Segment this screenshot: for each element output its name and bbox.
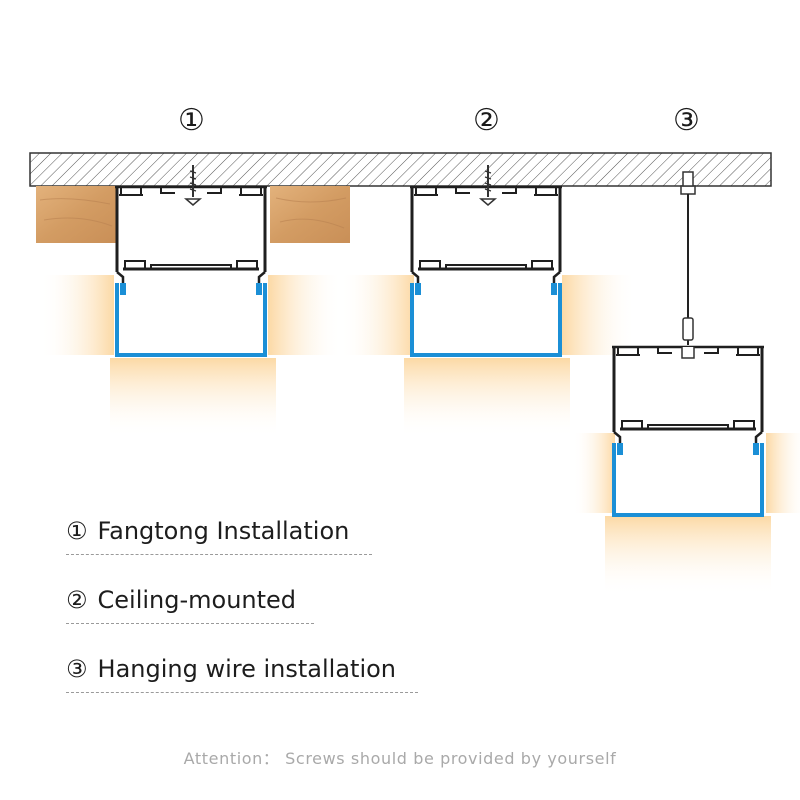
legend-label: Hanging wire installation xyxy=(97,655,397,683)
legend-label: Ceiling-mounted xyxy=(97,586,297,614)
marker-3: ③ xyxy=(673,103,700,138)
wood-panel-right xyxy=(270,186,350,243)
attention-note: Attention： Screws should be provided by … xyxy=(183,749,617,768)
legend-number: ① xyxy=(66,517,88,545)
fixture-ceiling-mounted xyxy=(340,164,636,438)
legend-number: ③ xyxy=(66,655,88,683)
legend-item-fangtong: ① Fangtong Installation xyxy=(66,516,372,555)
legend-number: ② xyxy=(66,586,88,614)
legend-item-ceiling-mounted: ② Ceiling-mounted xyxy=(66,585,314,624)
fixture-hanging-wire xyxy=(573,171,800,596)
legend-label: Fangtong Installation xyxy=(97,517,350,545)
fixture-fangtong xyxy=(36,164,350,438)
wood-panel-left xyxy=(36,186,116,243)
marker-2: ② xyxy=(473,103,500,138)
ceiling-slab xyxy=(29,152,772,187)
legend-item-hanging-wire: ③ Hanging wire installation xyxy=(66,654,418,693)
marker-1: ① xyxy=(178,103,205,138)
